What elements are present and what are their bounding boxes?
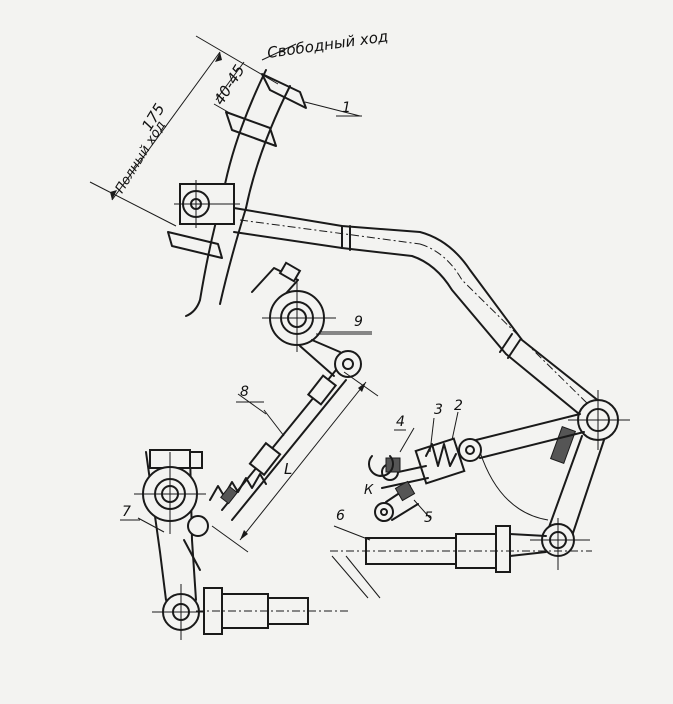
label-part-8: 8 <box>240 384 249 400</box>
label-dim-L: L <box>284 460 292 478</box>
push-rod <box>233 207 601 419</box>
label-part-5: 5 <box>424 510 433 526</box>
label-point-K: К <box>364 483 374 498</box>
label-part-4: 4 <box>396 414 405 430</box>
pedal-pivot <box>174 180 240 228</box>
label-part-1: 1 <box>342 100 351 116</box>
rod-8 <box>209 369 347 521</box>
label-free-travel: Свободный ход <box>266 27 389 62</box>
lever-9 <box>251 261 372 378</box>
label-part-6: 6 <box>336 508 345 524</box>
label-part-7: 7 <box>122 504 131 520</box>
lever-7 <box>134 449 350 640</box>
leader-lines <box>120 333 406 541</box>
label-dim-40-45: 40-45 <box>210 62 248 109</box>
rod-6 <box>330 525 592 599</box>
right-lever <box>479 390 630 570</box>
dimension-lines <box>89 35 379 553</box>
label-part-3: 3 <box>434 402 443 418</box>
label-part-9: 9 <box>354 314 363 330</box>
label-part-2: 2 <box>454 398 463 414</box>
label-full-travel: Полный ход <box>113 119 169 197</box>
spring-unit <box>368 411 585 522</box>
